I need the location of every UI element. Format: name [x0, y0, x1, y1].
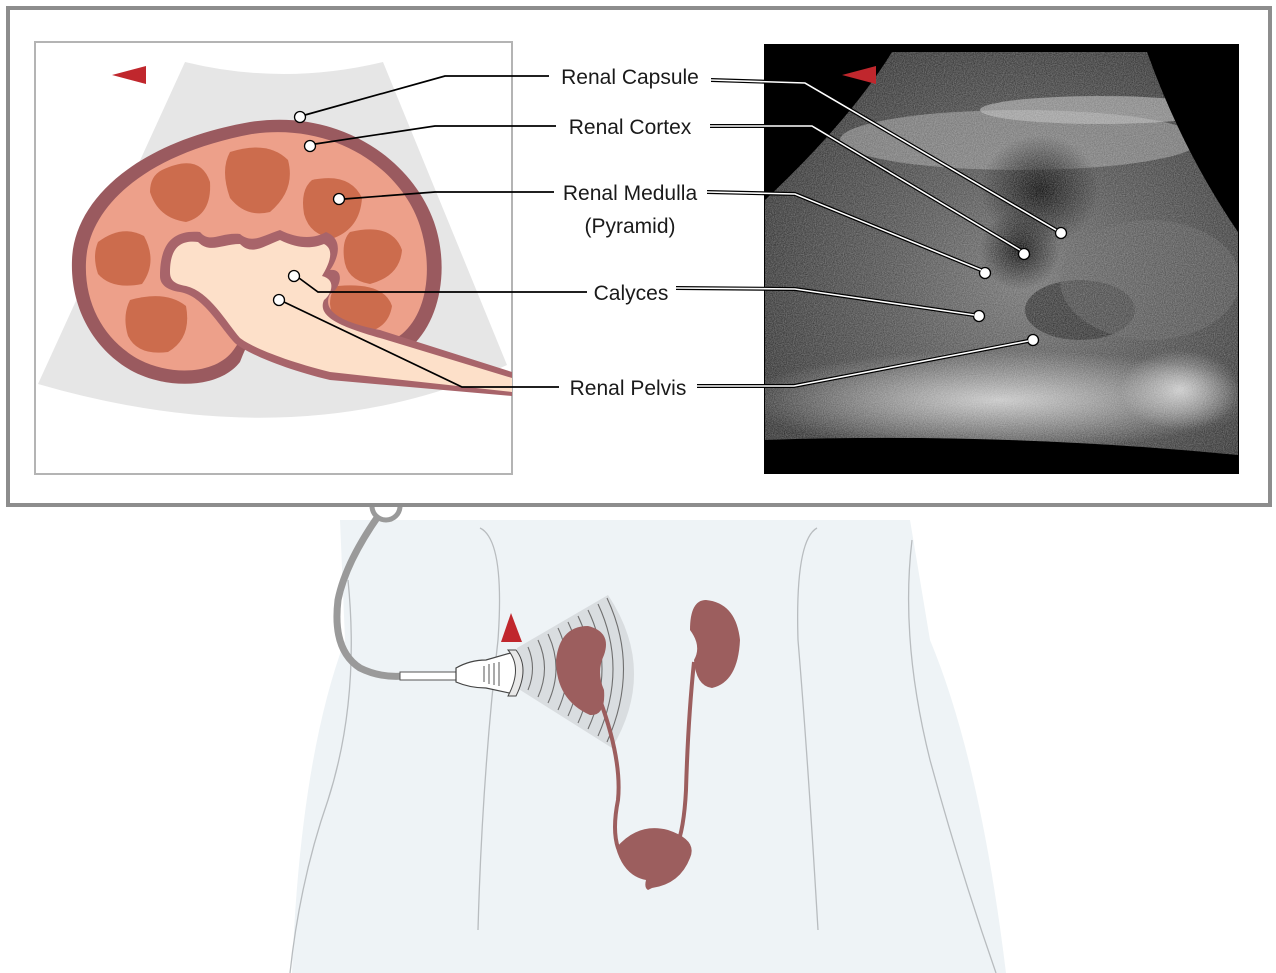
label-pyramid: (Pyramid) [584, 215, 675, 238]
ultrasound-panel [740, 44, 1260, 474]
label-renal-medulla: Renal Medulla [563, 182, 698, 205]
capsule-marker [295, 112, 306, 123]
label-calyces: Calyces [594, 282, 669, 305]
torso-silhouette [292, 520, 1006, 973]
label-renal-capsule: Renal Capsule [561, 66, 699, 89]
cortex-marker [1019, 249, 1030, 260]
capsule-marker [1056, 228, 1067, 239]
pelvis-marker [274, 295, 285, 306]
pelvis-marker [1028, 335, 1039, 346]
label-renal-pelvis: Renal Pelvis [570, 377, 687, 400]
calyces-marker [289, 271, 300, 282]
calyces-marker [974, 311, 985, 322]
body-illustration [290, 492, 1006, 973]
label-renal-cortex: Renal Cortex [569, 116, 692, 139]
schematic-panel [35, 42, 512, 474]
medulla-marker [334, 194, 345, 205]
cortex-marker [305, 141, 316, 152]
